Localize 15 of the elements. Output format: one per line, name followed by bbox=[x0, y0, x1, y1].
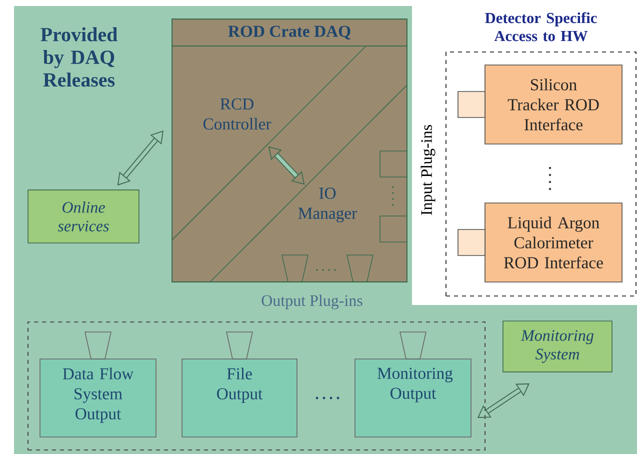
system-box: Monitoring System bbox=[502, 320, 612, 372]
service-box: Online services bbox=[28, 190, 140, 244]
interface-box: Liquid Argon Calorimeter ROD Interface bbox=[484, 202, 622, 282]
manager-label: IO Manager bbox=[298, 188, 357, 222]
output-box: Data Flow System Output bbox=[40, 358, 156, 438]
node-label: Detector Specific Access to HW bbox=[485, 12, 597, 42]
interface-box: Silicon Tracker ROD Interface bbox=[484, 64, 622, 144]
output-group-box bbox=[27, 321, 486, 451]
output-box: Monitoring Output bbox=[354, 358, 472, 438]
group-label: Output Plug-ins bbox=[262, 294, 362, 310]
vertical-label: Input Plug-ins bbox=[420, 125, 436, 215]
controller-label: RCD Controller bbox=[203, 98, 272, 130]
output-box: File Output bbox=[182, 358, 298, 438]
panel-heading: Provided by DAQ Releases bbox=[40, 27, 118, 87]
double-arrow bbox=[268, 146, 305, 185]
